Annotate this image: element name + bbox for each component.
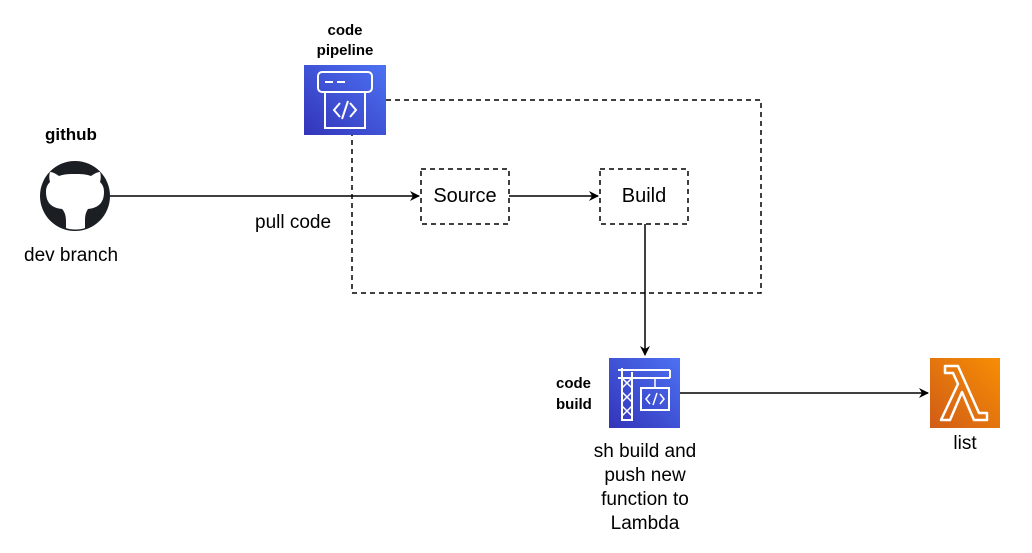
lambda-icon[interactable] <box>930 358 1000 428</box>
codebuild-title: code build <box>556 373 592 415</box>
github-branch-label: dev branch <box>24 245 119 266</box>
codebuild-title-line2: build <box>556 396 592 413</box>
codebuild-desc-line: Lambda <box>610 513 680 534</box>
codepipeline-icon[interactable] <box>304 65 386 135</box>
codebuild-description: sh build and push new function to Lambda <box>570 440 720 536</box>
pipeline-title-line1: code <box>327 22 363 39</box>
source-stage-box[interactable] <box>420 168 510 225</box>
build-stage-box[interactable] <box>599 168 689 225</box>
codebuild-desc-line: function to <box>601 489 689 510</box>
pipeline-title: code pipeline <box>310 21 380 61</box>
edge-label-pull-code: pull code <box>255 212 332 233</box>
build-stage-label[interactable]: Build <box>621 185 667 207</box>
pipeline-boundary <box>351 99 762 294</box>
codebuild-icon[interactable] <box>609 358 680 428</box>
github-title: github <box>45 125 97 144</box>
github-icon[interactable] <box>40 161 110 231</box>
codebuild-desc-line: push new <box>604 465 686 486</box>
codebuild-desc-line: sh build and <box>593 441 697 462</box>
lambda-label: list <box>953 433 977 454</box>
codebuild-title-line1: code <box>556 375 592 392</box>
source-stage-label[interactable]: Source <box>433 185 497 207</box>
pipeline-title-line2: pipeline <box>316 42 374 59</box>
